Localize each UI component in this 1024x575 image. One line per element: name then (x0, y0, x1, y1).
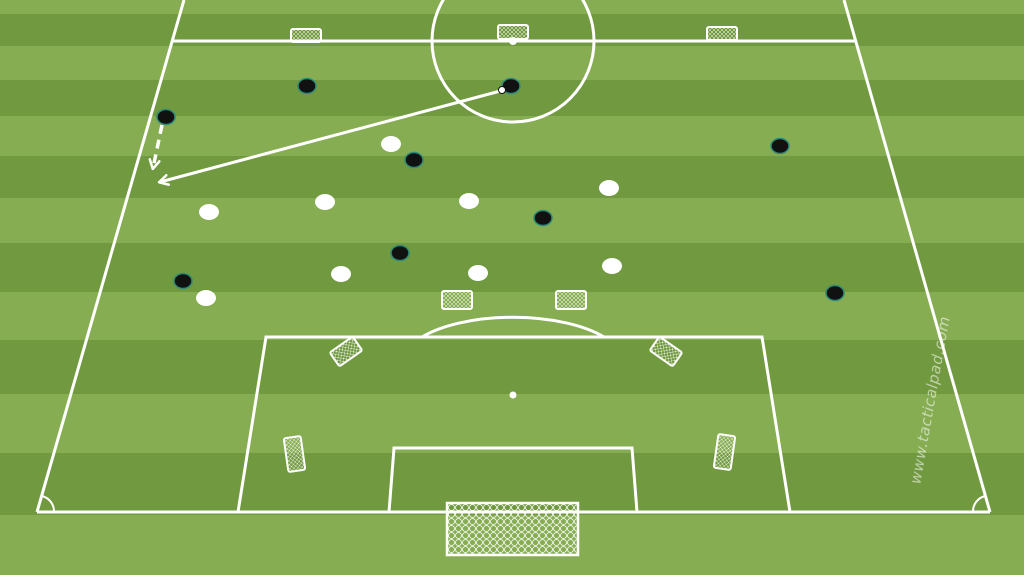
player-white[interactable] (331, 266, 351, 282)
mini-goal-icon (282, 435, 307, 473)
player-white[interactable] (602, 258, 622, 274)
player-dark[interactable] (297, 77, 317, 95)
player-white[interactable] (381, 136, 401, 152)
mini-goal-icon (712, 433, 737, 471)
mini-goal-icon (290, 28, 322, 43)
corner-arc-left (41, 495, 56, 513)
player-dark[interactable] (770, 137, 790, 155)
mini-goal-icon (649, 336, 683, 367)
player-white[interactable] (459, 193, 479, 209)
run-arrow-icon (153, 124, 164, 168)
grass-stripe (0, 243, 1024, 292)
grass-stripe (0, 198, 1024, 243)
corner-arc-right (971, 495, 986, 513)
six-yard-box (387, 446, 639, 513)
player-dark[interactable] (533, 209, 553, 227)
player-dark[interactable] (390, 244, 410, 262)
players (156, 77, 845, 306)
pass-arrow-icon (160, 88, 506, 182)
grass-stripe (0, 340, 1024, 394)
goal-net-icon (445, 501, 580, 557)
player-dark[interactable] (825, 284, 845, 302)
player-white[interactable] (199, 204, 219, 220)
ball-icon (498, 86, 506, 94)
grass-stripe (0, 46, 1024, 80)
penalty-arc (421, 315, 605, 339)
player-white[interactable] (196, 290, 216, 306)
mini-goals (282, 24, 738, 473)
grass-stripe (0, 0, 1024, 14)
mini-goal-icon (555, 290, 587, 310)
player-white[interactable] (468, 265, 488, 281)
grass-stripe (0, 156, 1024, 198)
right-touchline (842, 0, 992, 513)
mini-goal-icon (706, 26, 738, 41)
mini-goal-icon (497, 24, 529, 40)
mini-goal-icon (441, 290, 473, 310)
left-touchline (35, 0, 186, 513)
grass-stripe (0, 394, 1024, 453)
player-dark[interactable] (173, 272, 193, 290)
player-white[interactable] (599, 180, 619, 196)
player-dark[interactable] (404, 151, 424, 169)
penalty-box (236, 335, 792, 513)
player-dark[interactable] (156, 108, 176, 126)
player-white[interactable] (315, 194, 335, 210)
penalty-spot (509, 391, 517, 399)
centre-circle (430, 0, 596, 124)
mini-goal-icon (329, 336, 363, 367)
